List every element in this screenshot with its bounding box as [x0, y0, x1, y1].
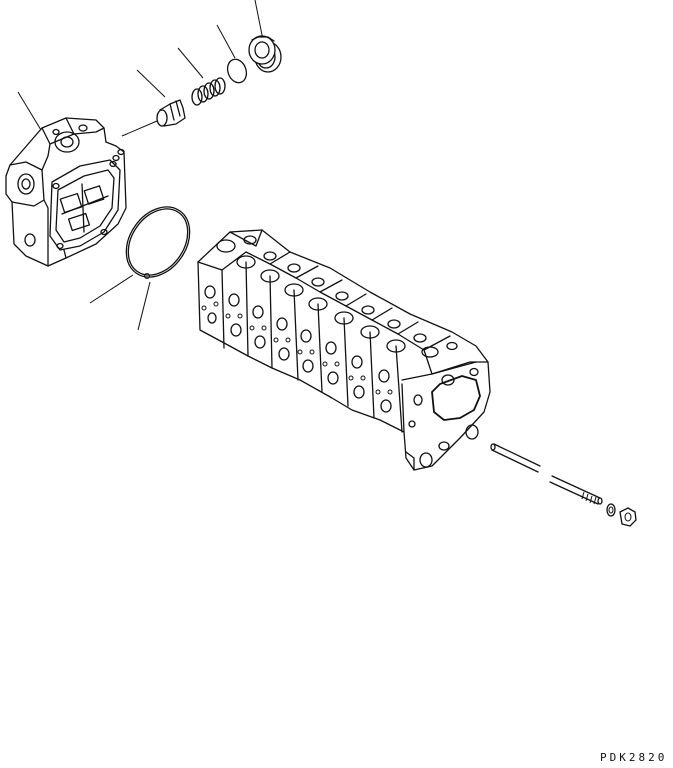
tie-bolt-part	[490, 443, 603, 505]
washer-part	[606, 503, 616, 517]
leader-lines	[17, 0, 264, 331]
small-o-ring-part	[226, 58, 248, 84]
leader-line-o-ring-notch	[137, 281, 151, 331]
valve-block-assembly	[197, 229, 491, 471]
large-o-ring-part	[125, 206, 191, 279]
end-cover-part	[5, 117, 127, 267]
top-bores	[216, 235, 458, 358]
leader-line-plug	[254, 0, 264, 41]
leader-line-o-ring-small	[216, 24, 236, 59]
leader-line-spring	[177, 47, 204, 79]
leader-line-o-ring-large	[89, 274, 134, 304]
plug-part	[248, 35, 282, 73]
end-section	[401, 361, 481, 471]
valve-spool-part	[121, 99, 186, 137]
leader-line-cover	[17, 91, 45, 136]
leader-line-valve-spool	[136, 69, 166, 98]
drawing-code: PDK2820	[600, 751, 668, 764]
spring-part	[191, 77, 226, 106]
nut-part	[619, 507, 637, 527]
front-bores	[201, 285, 393, 413]
